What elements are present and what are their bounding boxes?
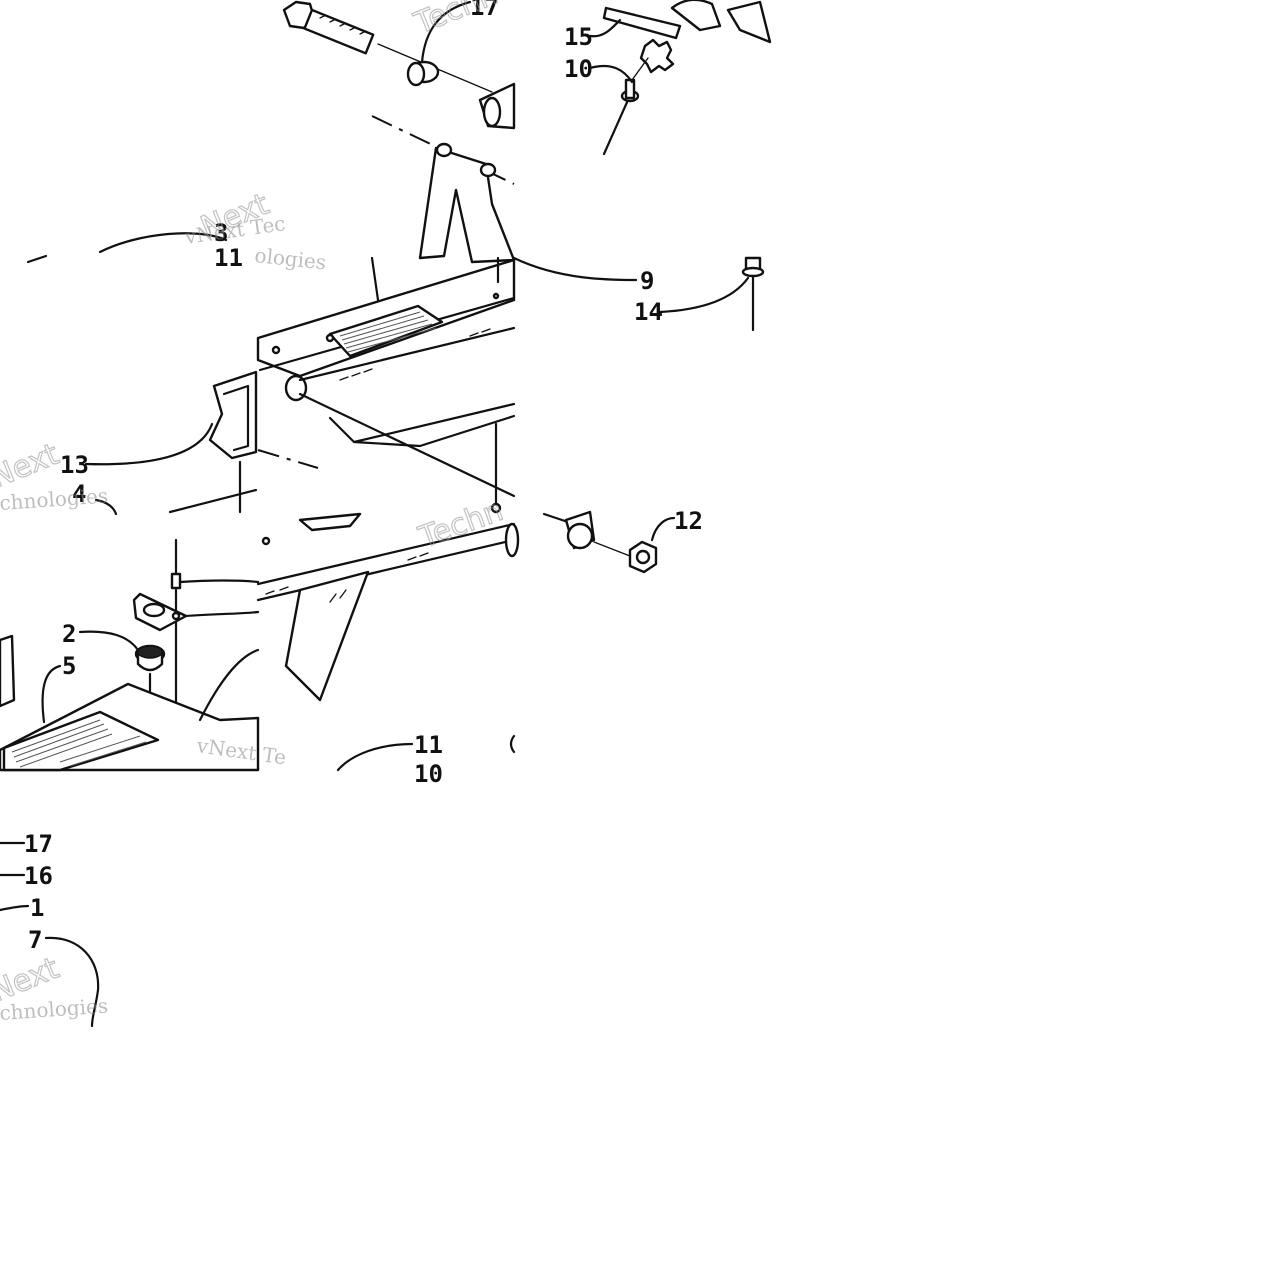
box-lid-panel <box>256 256 516 514</box>
watermark-6: Techn <box>414 493 508 556</box>
callout-10: 10 <box>564 55 593 83</box>
rivet-top <box>602 57 649 156</box>
nut-12 <box>542 510 676 574</box>
latch-part <box>208 370 258 514</box>
callout-15: 15 <box>564 23 593 51</box>
grommet-2 <box>134 644 182 724</box>
mount-bracket <box>418 142 516 264</box>
callout-2: 2 <box>62 620 76 648</box>
rivet-right <box>741 256 765 332</box>
callout-13: 13 <box>60 451 89 479</box>
callout-10-low: 10 <box>414 760 443 788</box>
hinge-bracket <box>602 0 772 74</box>
callout-17-top: 17 <box>470 0 499 21</box>
callout-11-mid: 11 <box>214 244 243 272</box>
callout-1: 1 <box>30 894 44 922</box>
bolt-part <box>282 0 493 93</box>
mount-plate <box>132 592 260 632</box>
callout-4: 4 <box>72 480 86 508</box>
watermark-3: ologies <box>253 243 327 274</box>
callout-3: 3 <box>214 219 228 247</box>
callout-5: 5 <box>62 652 76 680</box>
bushing-top <box>406 0 472 87</box>
callout-7: 7 <box>28 926 42 954</box>
watermark-1: Techno <box>409 0 520 42</box>
callout-16: 16 <box>24 862 53 890</box>
callout-17: 17 <box>24 830 53 858</box>
callout-9: 9 <box>640 267 654 295</box>
callout-11-low: 11 <box>414 731 443 759</box>
tube-top <box>478 82 516 130</box>
box-body-panel <box>256 512 520 702</box>
box-base-panel <box>0 634 260 772</box>
callout-12: 12 <box>674 507 703 535</box>
rivet-lower <box>170 538 260 718</box>
callout-14: 14 <box>634 298 663 326</box>
